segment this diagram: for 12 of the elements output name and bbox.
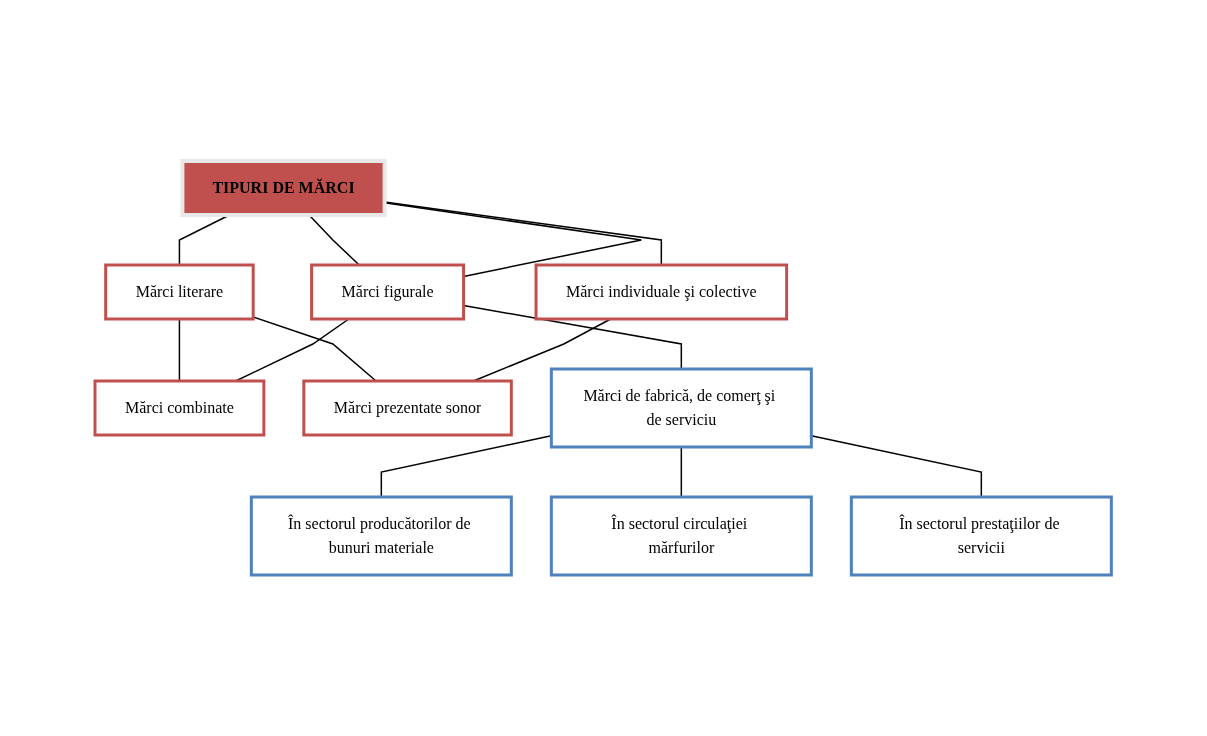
node-box: Mărci combinate bbox=[93, 379, 266, 437]
node-box: Mărci de fabrică, de comerţ şi de serviciu bbox=[550, 367, 814, 449]
node-box: Mărci prezentate sonor bbox=[302, 379, 514, 437]
node-box: Mărci individuale şi colective bbox=[534, 263, 789, 321]
node-box: În sectorul prestaţiilor de servicii bbox=[850, 495, 1114, 577]
node-box: Mărci literare bbox=[104, 263, 255, 321]
connector bbox=[252, 316, 378, 382]
node-box: În sectorul circulaţiei mărfurilor bbox=[550, 495, 814, 577]
node-box: În sectorul producătorilor de bunuri materiale bbox=[250, 495, 514, 577]
node-box: TIPURI DE MĂRCI bbox=[180, 159, 387, 217]
connector bbox=[463, 304, 683, 370]
node-box: Mărci figurale bbox=[310, 263, 466, 321]
